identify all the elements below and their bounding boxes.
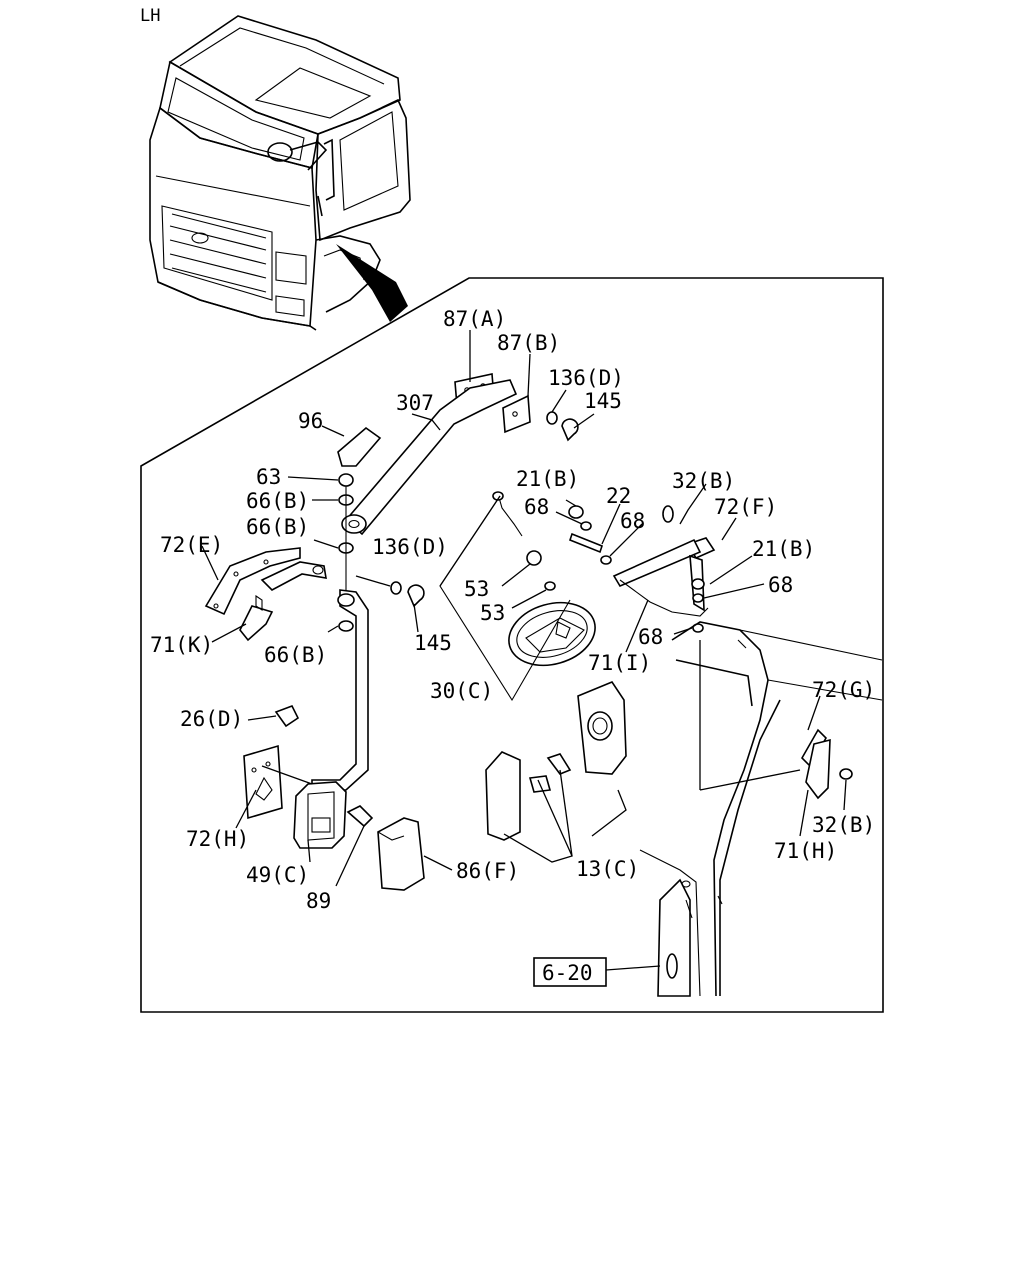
callout-96: 96 <box>298 409 323 433</box>
callout-13c: 13(C) <box>576 857 639 881</box>
callout-72g: 72(G) <box>812 678 875 702</box>
callout-21b-1: 21(B) <box>516 467 579 491</box>
callout-87b: 87(B) <box>497 331 560 355</box>
callout-63: 63 <box>256 465 281 489</box>
callout-86f: 86(F) <box>456 859 519 883</box>
callout-145-top: 145 <box>584 389 622 413</box>
callout-71h: 71(H) <box>774 839 837 863</box>
leader-lines <box>201 330 847 971</box>
callout-71k: 71(K) <box>150 633 213 657</box>
side-label: LH <box>140 6 160 26</box>
callout-89: 89 <box>306 889 331 913</box>
detail-frame <box>140 277 884 1013</box>
detail-arrow <box>336 244 408 322</box>
callout-68-4: 68 <box>638 625 663 649</box>
callout-72f: 72(F) <box>714 495 777 519</box>
callout-30c: 30(C) <box>430 679 493 703</box>
callout-71i: 71(I) <box>588 651 651 675</box>
callout-66b-2: 66(B) <box>246 515 309 539</box>
reference-box[interactable]: 6-20 <box>533 957 607 987</box>
callout-32b-top: 32(B) <box>672 469 735 493</box>
callout-307: 307 <box>396 391 434 415</box>
truck-cab-illustration <box>149 15 411 331</box>
callout-26d: 26(D) <box>180 707 243 731</box>
callout-32b-bot: 32(B) <box>812 813 875 837</box>
callout-49c: 49(C) <box>246 863 309 887</box>
callout-68-1: 68 <box>524 495 549 519</box>
callout-72e: 72(E) <box>160 533 223 557</box>
callout-72h: 72(H) <box>186 827 249 851</box>
callout-labels: 87(A) 87(B) 136(D) 145 307 96 63 66(B) 6… <box>150 307 875 913</box>
reference-box-label: 6-20 <box>542 961 593 985</box>
callout-87a: 87(A) <box>443 307 506 331</box>
callout-145-mid: 145 <box>414 631 452 655</box>
callout-66b-1: 66(B) <box>246 489 309 513</box>
callout-66b-3: 66(B) <box>264 643 327 667</box>
parts-group <box>204 373 883 997</box>
callout-68-3: 68 <box>768 573 793 597</box>
callout-22: 22 <box>606 484 631 508</box>
callout-136d-top: 136(D) <box>548 366 624 390</box>
callout-53-2: 53 <box>480 601 505 625</box>
callout-68-2: 68 <box>620 509 645 533</box>
callout-136d-mid: 136(D) <box>372 535 448 559</box>
callout-21b-2: 21(B) <box>752 537 815 561</box>
callout-53-1: 53 <box>464 577 489 601</box>
